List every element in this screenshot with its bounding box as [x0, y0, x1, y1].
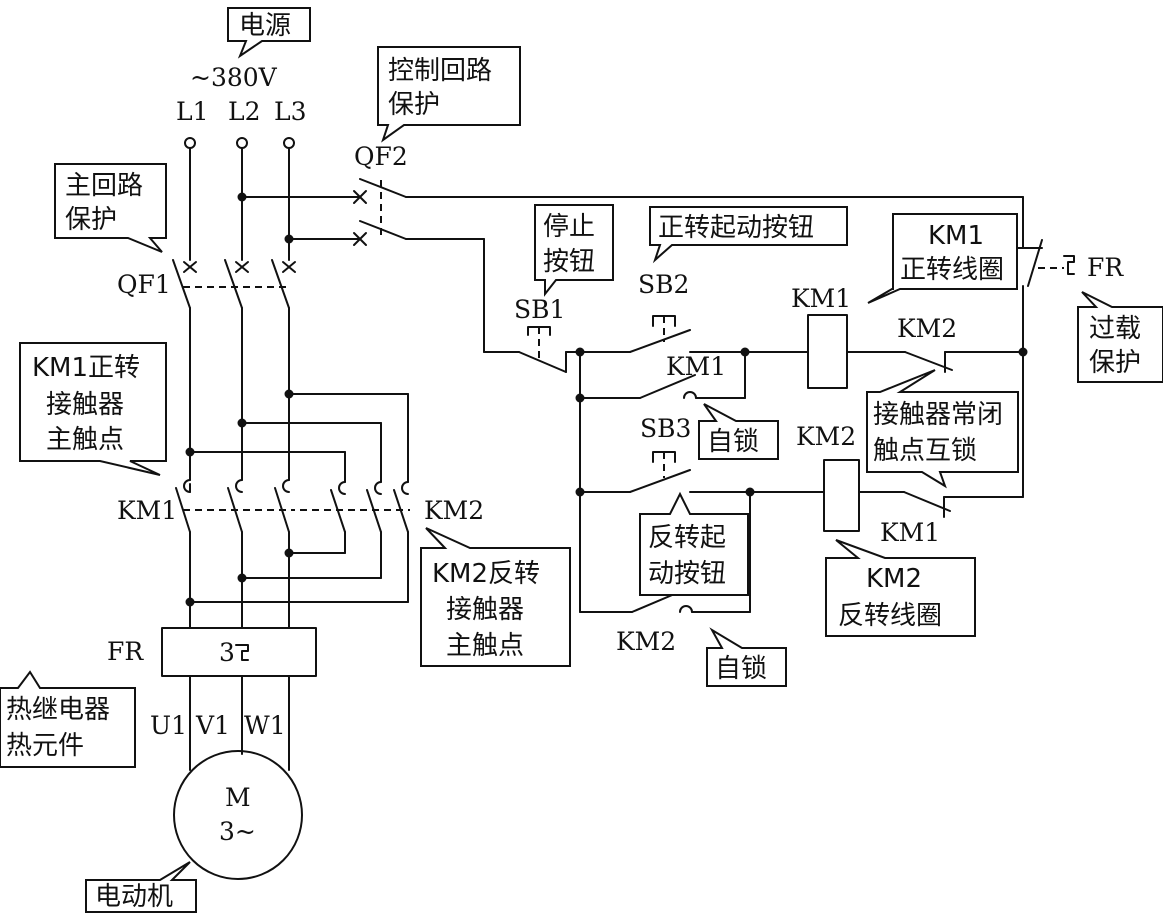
km2-coil: KM2	[796, 422, 860, 532]
motor-phase: 3~	[219, 817, 256, 846]
svg-text:热元件: 热元件	[6, 731, 84, 761]
km1-selflock-label: KM1	[666, 352, 726, 381]
svg-text:保护: 保护	[65, 205, 117, 235]
l1-label: L1	[176, 97, 209, 126]
km2-main-contacts: KM2	[300, 481, 484, 533]
qf1-breaker: QF1	[117, 259, 296, 309]
control-protection-callout: 控制回路 保护	[377, 46, 521, 143]
svg-text:自锁: 自锁	[707, 427, 759, 457]
thermal-element-icon	[235, 644, 249, 661]
svg-text:接触器: 接触器	[46, 390, 124, 420]
l3-label: L3	[274, 97, 307, 126]
motor-callout: 电动机	[85, 861, 197, 913]
km2-main-contacts-callout: KM2反转 接触器 主触点	[420, 527, 571, 667]
svg-text:自锁: 自锁	[715, 654, 767, 684]
fr-overload-contact: FR	[1006, 239, 1124, 353]
svg-text:保护: 保护	[1089, 348, 1141, 378]
u1-label: U1	[150, 711, 187, 740]
svg-text:正转起动按钮: 正转起动按钮	[658, 213, 814, 243]
thermal-relay-element-callout: 热继电器 热元件	[0, 670, 136, 768]
svg-text:电源: 电源	[239, 11, 291, 41]
junction	[284, 234, 294, 244]
thermal-icon	[1063, 255, 1075, 275]
fr-thermal-element: FR 3	[107, 627, 317, 677]
l2-terminal	[236, 137, 248, 149]
interlock-callout: 接触器常闭 触点互锁	[866, 369, 1019, 489]
sb3-label: SB3	[640, 414, 691, 443]
fr-element-number: 3	[219, 638, 235, 667]
power-callout: 电源	[227, 7, 311, 59]
svg-text:按钮: 按钮	[543, 247, 595, 277]
km1-coil-callout: KM1 正转线圈	[867, 213, 1018, 304]
v1-label: V1	[195, 711, 230, 740]
svg-text:反转线圈: 反转线圈	[838, 601, 942, 631]
svg-text:动按钮: 动按钮	[648, 559, 726, 589]
reverse-start-callout: 反转起 动按钮	[639, 491, 749, 596]
km1-main-contacts: KM1	[117, 479, 295, 533]
svg-text:电动机: 电动机	[95, 882, 173, 912]
svg-text:保护: 保护	[388, 90, 440, 120]
sb2-label: SB2	[638, 270, 689, 299]
power-supply: ~380V L1 L2 L3	[176, 63, 307, 149]
km2-selflock-label: KM2	[616, 627, 676, 656]
main-circuit: QF1 KM1	[107, 147, 484, 880]
svg-text:控制回路: 控制回路	[388, 56, 492, 86]
svg-text:接触器常闭: 接触器常闭	[873, 400, 1003, 430]
svg-text:KM1: KM1	[928, 221, 984, 251]
l2-label: L2	[228, 97, 261, 126]
km2-coil-callout: KM2 反转线圈	[825, 539, 976, 637]
km1-interlock-contact: KM1	[880, 491, 951, 547]
km2-interlock-label: KM2	[897, 314, 957, 343]
l1-terminal	[184, 137, 196, 149]
l3-terminal	[283, 137, 295, 149]
km1-selflock-contact: KM1	[639, 352, 726, 399]
svg-text:过载: 过载	[1089, 314, 1141, 344]
w1-label: W1	[244, 711, 286, 740]
km1-coil-label: KM1	[791, 284, 851, 313]
overload-protection-callout: 过载 保护	[1077, 291, 1163, 383]
motor-circle	[173, 750, 303, 880]
sb1-stop-button: SB1	[514, 295, 567, 373]
svg-text:主触点: 主触点	[46, 425, 124, 455]
km1-selflock-callout: 自锁	[698, 403, 779, 460]
svg-text:KM1正转: KM1正转	[32, 353, 140, 383]
junction	[237, 192, 247, 202]
supply-voltage-label: ~380V	[190, 63, 278, 92]
main-protection-callout: 主回路 保护	[54, 163, 167, 253]
qf2-breaker: QF2	[353, 142, 408, 246]
svg-text:主回路: 主回路	[65, 171, 143, 201]
svg-text:正转线圈: 正转线圈	[900, 255, 1004, 285]
fr-main-label: FR	[107, 637, 144, 666]
motor-symbol: M	[225, 783, 251, 812]
stop-button-callout: 停止 按钮	[534, 204, 614, 297]
fr-control-label: FR	[1087, 253, 1124, 282]
km2-selflock-contact: KM2	[616, 589, 693, 656]
qf2-label: QF2	[354, 142, 408, 171]
svg-text:KM2: KM2	[866, 564, 922, 594]
control-circuit: QF2 FR SB1	[353, 142, 1124, 656]
svg-text:KM2反转: KM2反转	[432, 559, 540, 589]
km1-main-contacts-callout: KM1正转 接触器 主触点	[19, 342, 167, 476]
sb1-label: SB1	[514, 295, 565, 324]
sb3-reverse-start-button: SB3	[629, 414, 691, 493]
svg-text:停止: 停止	[543, 212, 595, 242]
callouts: 电源 控制回路 保护 主回路 保护 KM1正转 接触器 主触点 KM2反转 接触…	[0, 7, 1163, 913]
svg-text:接触器: 接触器	[446, 595, 524, 625]
km2-interlock-contact: KM2	[897, 314, 957, 373]
svg-text:反转起: 反转起	[648, 523, 726, 553]
km1-main-label: KM1	[117, 496, 177, 525]
sb2-forward-start-button: SB2	[629, 270, 691, 353]
qf1-label: QF1	[117, 270, 171, 299]
svg-text:热继电器: 热继电器	[6, 695, 110, 725]
km2-selflock-callout: 自锁	[706, 627, 787, 687]
svg-text:触点互锁: 触点互锁	[873, 436, 977, 466]
motor: M 3~	[173, 750, 303, 880]
km1-coil: KM1	[791, 284, 851, 389]
svg-text:主触点: 主触点	[446, 631, 524, 661]
km2-coil-label: KM2	[796, 422, 856, 451]
km1-interlock-label: KM1	[880, 518, 940, 547]
km2-main-label: KM2	[424, 496, 484, 525]
forward-start-callout: 正转起动按钮	[649, 206, 848, 264]
